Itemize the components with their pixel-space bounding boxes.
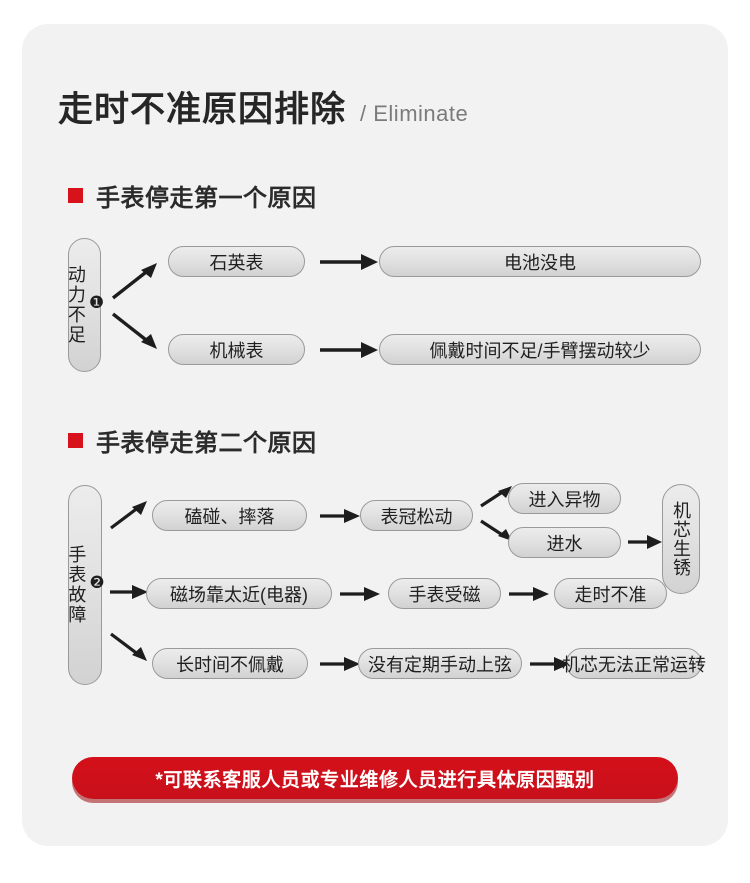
- pill-cause-2-0: 磕碰、摔落: [152, 500, 307, 531]
- square-bullet-icon: [68, 188, 83, 203]
- section-heading-1: 手表停走第一个原因: [68, 178, 317, 213]
- pill-result-1-0: 电池没电: [379, 246, 701, 277]
- pill-final-2-0: 机芯生锈: [662, 484, 700, 594]
- section-heading-2: 手表停走第二个原因: [68, 423, 317, 458]
- arrow-right-1-0: [318, 250, 380, 274]
- page-title-cn: 走时不准原因排除: [58, 90, 347, 129]
- arrow-branch-down-2: [108, 630, 150, 664]
- group-pill-power-shortage: ❶ 动力不足: [66, 238, 104, 372]
- arrow-right-2-0a: [318, 504, 362, 528]
- pill-mid-2-0: 表冠松动: [360, 500, 473, 531]
- group-pill-watch-fault: ❷ 手表故障: [66, 485, 105, 685]
- pill-mid-2-1: 手表受磁: [388, 578, 501, 609]
- pill-branch-2-0-1: 进水: [508, 527, 621, 558]
- arrow-branch-up-2-0: [479, 483, 515, 509]
- group-label-2: 手表故障: [66, 545, 87, 625]
- section-heading-2-label: 手表停走第二个原因: [96, 430, 317, 457]
- pill-mid-2-2: 没有定期手动上弦: [358, 648, 522, 679]
- content-card: [22, 24, 728, 846]
- square-bullet-icon-2: [68, 433, 83, 448]
- pill-branch-2-0-0: 进入异物: [508, 483, 621, 514]
- arrow-branch-mid-2: [108, 580, 150, 604]
- group-number-1: ❶: [88, 293, 107, 312]
- page-title: 走时不准原因排除 / Eliminate: [58, 92, 468, 127]
- group-number-2: ❷: [89, 573, 107, 592]
- pill-result-1-1: 佩戴时间不足/手臂摆动较少: [379, 334, 701, 365]
- footer-banner: *可联系客服人员或专业维修人员进行具体原因甄别: [72, 757, 678, 799]
- page-title-en: / Eliminate: [360, 101, 469, 126]
- arrow-right-1-1: [318, 338, 380, 362]
- pill-cause-1-1: 机械表: [168, 334, 305, 365]
- footer-note: *可联系客服人员或专业维修人员进行具体原因甄别: [155, 769, 595, 791]
- section-heading-1-label: 手表停走第一个原因: [96, 185, 317, 212]
- arrow-right-2-1b: [507, 582, 551, 606]
- arrow-right-2-0-final: [626, 530, 664, 554]
- arrow-right-2-2a: [318, 652, 362, 676]
- arrow-branch-up-2: [108, 498, 150, 532]
- arrow-branch-up-1: [110, 260, 160, 302]
- pill-result-2-2: 机芯无法正常运转: [562, 648, 706, 679]
- arrow-right-2-1a: [338, 582, 382, 606]
- pill-result-2-1: 走时不准: [554, 578, 667, 609]
- group-label-1: 动力不足: [65, 265, 86, 345]
- arrow-branch-down-1: [110, 310, 160, 352]
- pill-cause-1-0: 石英表: [168, 246, 305, 277]
- pill-cause-2-1: 磁场靠太近(电器): [146, 578, 332, 609]
- pill-cause-2-2: 长时间不佩戴: [152, 648, 308, 679]
